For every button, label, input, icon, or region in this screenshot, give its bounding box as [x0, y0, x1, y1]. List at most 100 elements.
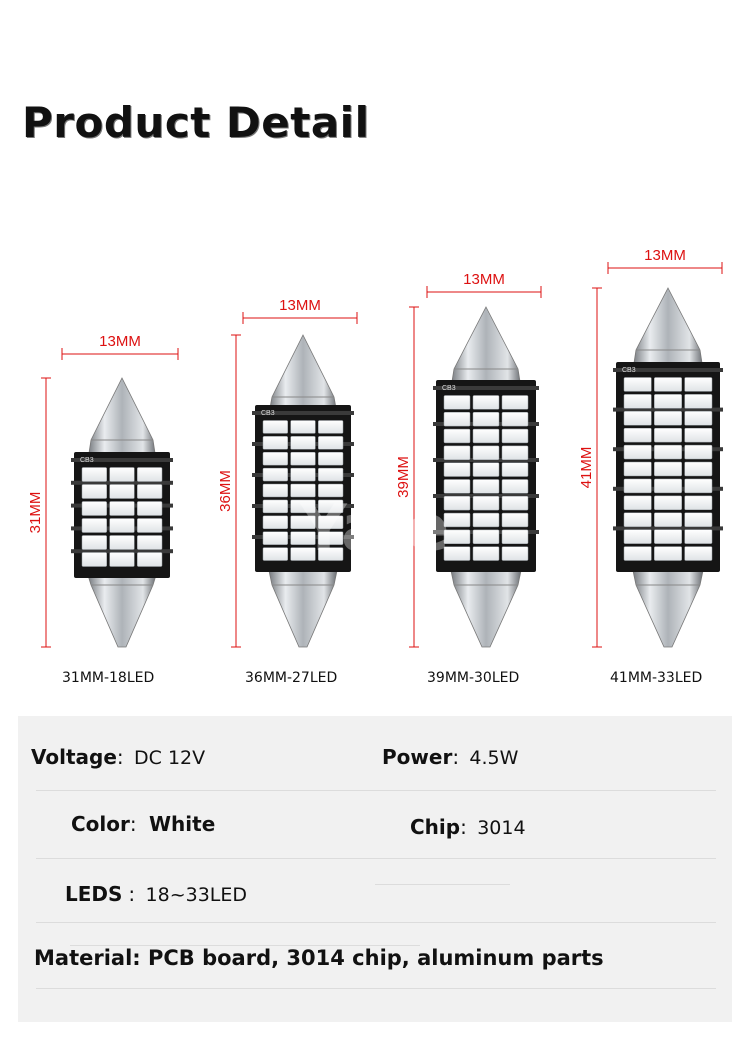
led-chip: [137, 484, 163, 499]
led-chip: [472, 496, 500, 511]
led-chip: [443, 395, 471, 410]
length-label: 31MM: [27, 492, 44, 534]
led-chip: [443, 479, 471, 494]
led-chip: [623, 427, 652, 443]
spec-voltage: Voltage: DC 12V: [31, 745, 205, 769]
spec-power: Power: 4.5W: [382, 745, 518, 769]
length-label: 39MM: [395, 456, 412, 498]
led-chip: [623, 529, 652, 544]
led-chip: [318, 515, 344, 529]
led-chip: [290, 515, 316, 529]
heatsink-rib: [433, 386, 539, 390]
spec-material: Material: PCB board, 3014 chip, aluminum…: [34, 946, 604, 970]
led-chip: [684, 461, 713, 477]
watermark: Yale: [300, 492, 450, 566]
led-chip: [501, 512, 529, 528]
led-chip: [623, 495, 652, 511]
led-chip: [684, 478, 713, 494]
spec-label: Power: [382, 745, 453, 769]
heatsink-rib: [433, 494, 539, 498]
led-chip: [290, 547, 316, 561]
heatsink-rib: [613, 368, 723, 372]
led-chip: [81, 535, 107, 550]
spec-value: DC 12V: [134, 747, 206, 769]
spec-value: 18~33LED: [145, 884, 248, 906]
led-chip: [109, 535, 135, 550]
led-chip: [262, 531, 288, 545]
led-chip: [81, 518, 107, 533]
led-chip: [81, 552, 107, 567]
spec-leds: LEDS: 18~33LED: [65, 882, 247, 906]
bulb-bottom-cap: [86, 571, 158, 648]
led-chip: [623, 478, 652, 494]
spec-colon: :: [128, 882, 136, 906]
bulb-bottom-cap: [449, 565, 523, 648]
width-label: 13MM: [463, 271, 505, 288]
led-chip: [137, 552, 163, 567]
led-chip: [501, 445, 529, 460]
led-chip: [290, 483, 316, 498]
bulb-caption: 31MM-18LED: [62, 670, 155, 686]
led-chip: [501, 462, 529, 477]
led-chip: [262, 483, 288, 498]
led-chip: [501, 529, 529, 544]
led-chip: [654, 478, 682, 494]
led-chip: [109, 484, 135, 499]
led-chip: [318, 420, 344, 434]
spec-colon: :: [116, 745, 124, 769]
width-label: 13MM: [279, 297, 321, 314]
bulb-illustrations: CB313MM31MMCB313MM36MMCB313MM39MMCB313MM…: [27, 247, 723, 648]
divider: [36, 988, 716, 989]
led-chip: [81, 467, 107, 482]
led-chip: [81, 484, 107, 499]
spec-label: LEDS: [65, 882, 123, 906]
led-chip: [262, 515, 288, 529]
led-chip: [472, 479, 500, 494]
led-chip: [318, 531, 344, 545]
led-chip: [290, 452, 316, 466]
led-chip: [623, 512, 652, 527]
spec-label: Color: [71, 812, 130, 836]
spec-label: Voltage: [31, 745, 117, 769]
led-chip: [318, 547, 344, 561]
led-chip: [623, 394, 652, 409]
spec-colon: :: [129, 812, 137, 836]
led-chip: [472, 512, 500, 528]
spec-value: White: [149, 812, 216, 836]
led-chip: [290, 531, 316, 545]
length-label: 41MM: [578, 447, 595, 489]
led-chip: [290, 467, 316, 482]
led-chip: [501, 395, 529, 410]
page-title: Product Detail: [22, 98, 370, 147]
led-chip: [654, 394, 682, 409]
divider: [375, 884, 510, 885]
chip-mark: CB3: [442, 385, 456, 392]
led-chip: [109, 552, 135, 567]
led-chip: [81, 501, 107, 516]
led-chip: [262, 467, 288, 482]
heatsink-rib: [613, 526, 723, 531]
led-chip: [472, 395, 500, 410]
led-chip: [318, 436, 344, 450]
bulb-bottom-cap: [267, 565, 339, 648]
heatsink-rib: [433, 458, 539, 462]
led-chip: [684, 444, 713, 460]
chip-mark: CB3: [622, 367, 636, 374]
spec-value: 3014: [477, 817, 526, 839]
led-chip: [290, 420, 316, 434]
festoon-bulb: CB3 13MM 39MM: [395, 271, 542, 648]
led-chip: [109, 501, 135, 516]
divider: [36, 858, 716, 859]
led-chip: [318, 499, 344, 514]
led-chip: [501, 412, 529, 427]
divider: [36, 790, 716, 791]
led-chip: [623, 546, 652, 561]
led-chip: [262, 452, 288, 466]
heatsink-rib: [71, 549, 173, 554]
led-chip: [623, 461, 652, 477]
led-chip: [290, 436, 316, 450]
led-chip: [472, 529, 500, 544]
